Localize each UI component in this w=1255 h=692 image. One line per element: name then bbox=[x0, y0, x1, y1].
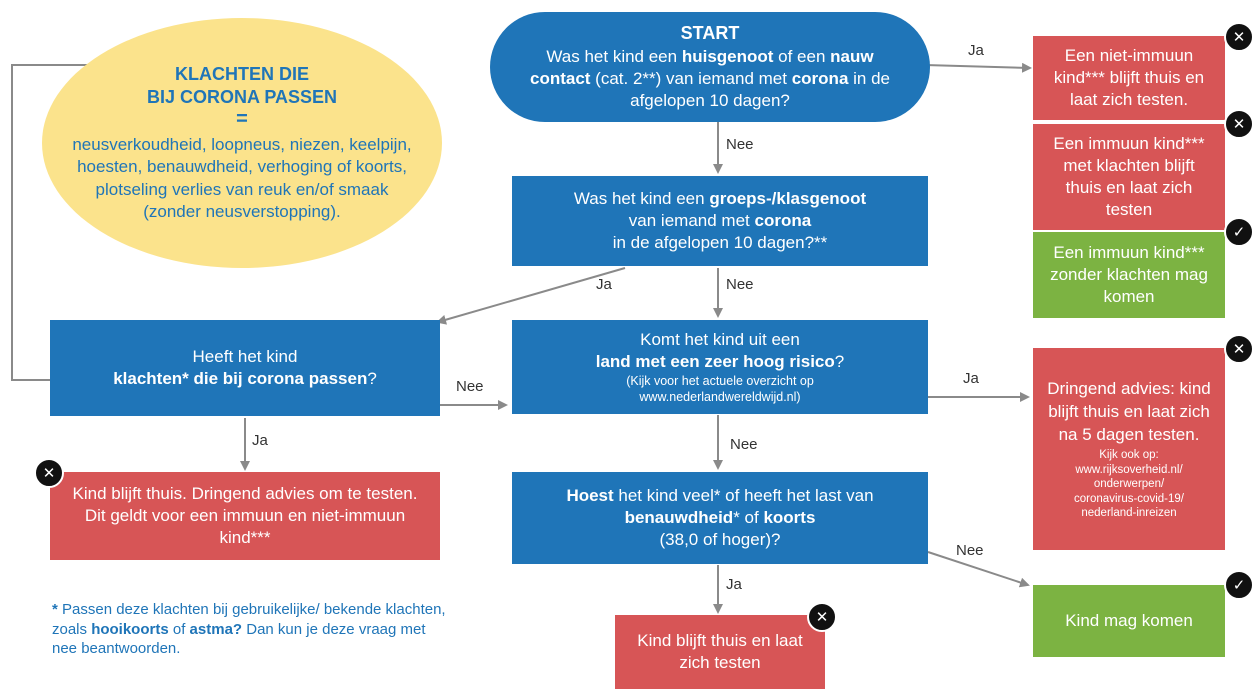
outcome-immune-ok: Een immuun kind*** zonder klachten mag k… bbox=[1033, 232, 1225, 318]
question-symptoms: Heeft het kind klachten* die bij corona … bbox=[50, 320, 440, 416]
outcome-nonimmune: Een niet-immuun kind*** blijft thuis en … bbox=[1033, 36, 1225, 120]
label-yes: Ja bbox=[726, 576, 742, 593]
symptoms-list: neusverkoudheid, loopneus, niezen, keelp… bbox=[72, 135, 412, 221]
footnote: * Passen deze klachten bij gebruikelijke… bbox=[52, 601, 446, 657]
label-yes: Ja bbox=[596, 276, 612, 293]
stop-icon: ✕ bbox=[1224, 109, 1254, 139]
country-question: Komt het kind uit een land met een zeer … bbox=[595, 329, 845, 371]
label-no: Nee bbox=[726, 136, 754, 153]
arrow-symptoms-bubble bbox=[11, 60, 130, 381]
outcome-test: Kind blijft thuis en laat zich testen bbox=[615, 615, 825, 689]
outcome-stay-home: Kind blijft thuis. Dringend advies om te… bbox=[50, 472, 440, 560]
start-node: START Was het kind een huisgenoot of een… bbox=[490, 12, 930, 122]
start-title: START bbox=[680, 23, 740, 44]
arrow-cough-no bbox=[927, 551, 1030, 588]
question-classmate: Was het kind een groeps-/klasgenoot van … bbox=[512, 176, 928, 266]
stop-icon: ✕ bbox=[1224, 22, 1254, 52]
symptoms-question: Heeft het kind klachten* die bij corona … bbox=[113, 346, 377, 388]
outcome-travel: Dringend advies: kind blijft thuis en la… bbox=[1033, 348, 1225, 550]
stop-icon: ✕ bbox=[807, 602, 837, 632]
cough-question: Hoest het kind veel* of heeft het last v… bbox=[566, 485, 874, 550]
question-country: Komt het kind uit een land met een zeer … bbox=[512, 320, 928, 414]
label-no: Nee bbox=[956, 542, 984, 559]
label-yes: Ja bbox=[252, 432, 268, 449]
start-question: Was het kind een huisgenoot of een nauw … bbox=[529, 46, 890, 110]
stop-icon: ✕ bbox=[34, 458, 64, 488]
symptoms-heading-2: BIJ CORONA PASSEN bbox=[146, 86, 338, 107]
symptoms-bubble: KLACHTEN DIE BIJ CORONA PASSEN = neusver… bbox=[42, 18, 442, 268]
question-cough: Hoest het kind veel* of heeft het last v… bbox=[512, 472, 928, 564]
stop-icon: ✕ bbox=[1224, 334, 1254, 364]
label-no: Nee bbox=[456, 378, 484, 395]
symptoms-heading-1: KLACHTEN DIE bbox=[175, 64, 309, 85]
outcome-come: Kind mag komen bbox=[1033, 585, 1225, 657]
country-hint-2: www.nederlandwereldwijd.nl) bbox=[639, 390, 801, 405]
check-icon: ✓ bbox=[1224, 217, 1254, 247]
label-yes: Ja bbox=[968, 42, 984, 59]
country-hint-1: (Kijk voor het actuele overzicht op bbox=[626, 373, 814, 388]
check-icon: ✓ bbox=[1224, 570, 1254, 600]
symptoms-equals: = bbox=[236, 108, 248, 131]
classmate-question: Was het kind een groeps-/klasgenoot van … bbox=[573, 188, 867, 253]
arrow-start-yes bbox=[924, 62, 1032, 73]
outcome-immune-symptoms: Een immuun kind*** met klachten blijft t… bbox=[1033, 124, 1225, 230]
label-no: Nee bbox=[726, 276, 754, 293]
arrow-classmate-yes bbox=[436, 267, 626, 325]
label-yes: Ja bbox=[963, 370, 979, 387]
label-no: Nee bbox=[730, 436, 758, 453]
